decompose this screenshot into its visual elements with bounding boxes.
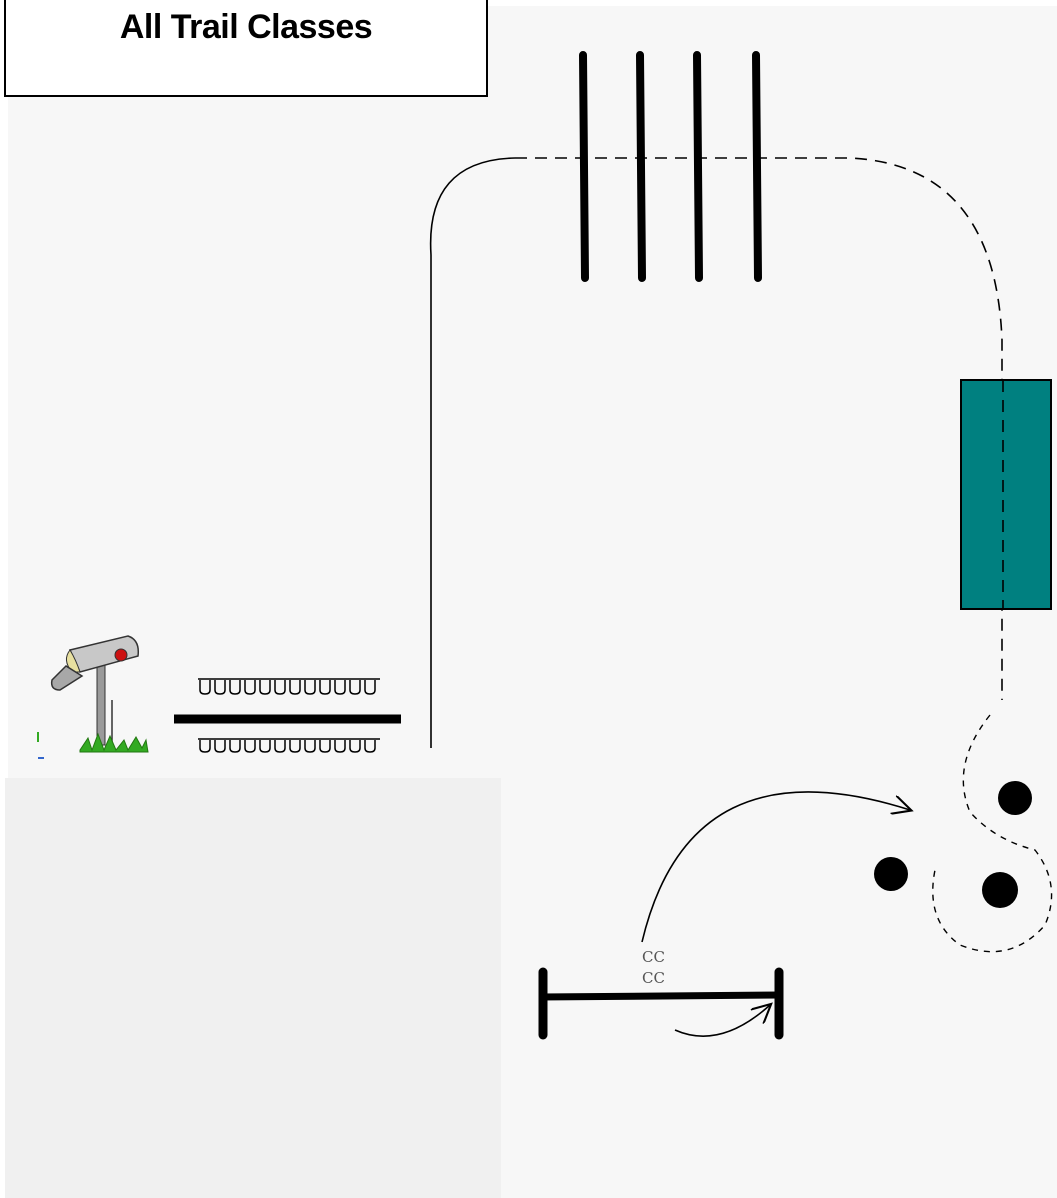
trail-path-dashed-top	[515, 157, 1003, 700]
gate	[538, 967, 784, 1040]
bridge	[960, 379, 1052, 610]
pole-3	[693, 51, 703, 282]
cone-marker-1	[998, 781, 1032, 815]
blank-panel	[5, 778, 501, 1198]
pole-4	[752, 51, 762, 282]
direction-arrow-large	[641, 791, 910, 943]
title-box: All Trail Classes	[4, 0, 488, 97]
cone-marker-2	[874, 857, 908, 891]
pole-2	[636, 51, 646, 282]
cc-label-top: CC	[642, 948, 665, 966]
page-title: All Trail Classes	[119, 8, 373, 46]
direction-arrow-small	[674, 1005, 770, 1037]
trail-path-serpentine	[932, 714, 1053, 953]
cc-label-bottom: CC	[642, 969, 665, 987]
cone-marker-3	[982, 872, 1018, 908]
side-pass-obstacle	[174, 678, 401, 753]
pole-1	[579, 51, 589, 282]
mailbox-icon	[37, 635, 149, 759]
trail-path-solid	[429, 157, 516, 748]
walkover-poles	[579, 51, 762, 282]
